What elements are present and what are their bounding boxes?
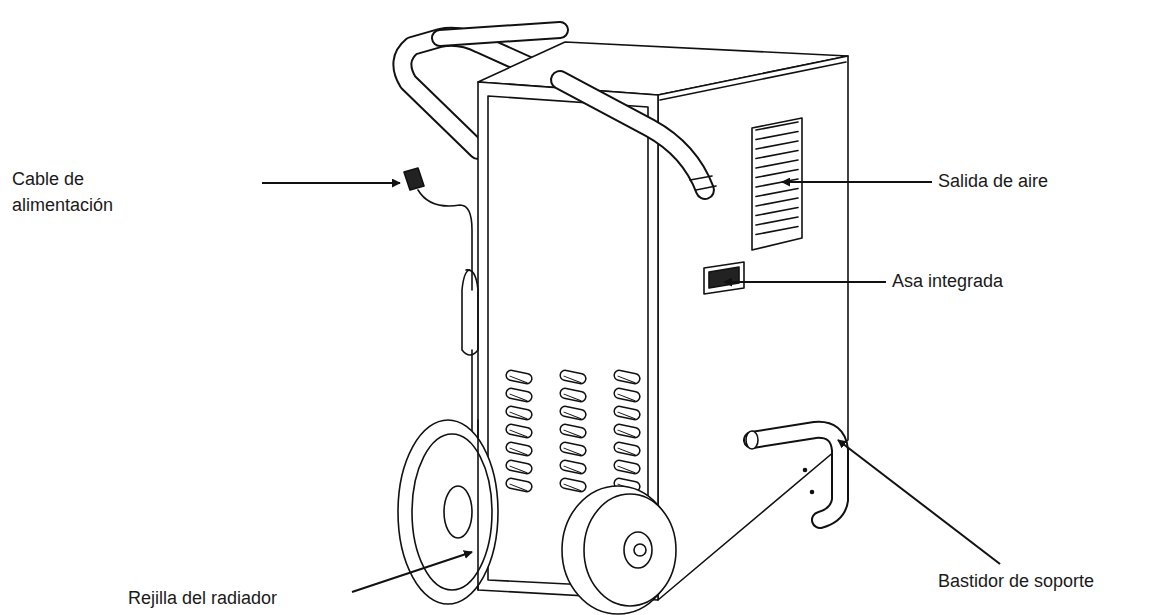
leader-line xyxy=(782,181,932,183)
louver-slat xyxy=(756,227,798,235)
grille-slot-edge xyxy=(563,376,581,383)
grille-slot-edge xyxy=(563,430,581,437)
grille-slot xyxy=(559,423,587,438)
grille-slot-edge xyxy=(617,394,635,401)
part-label: Cable de alimentación xyxy=(12,166,167,218)
louver-slat xyxy=(756,208,798,216)
grille-slot xyxy=(505,441,533,456)
louver-slat xyxy=(756,198,798,206)
grille-slot xyxy=(559,369,587,384)
air-outlet xyxy=(752,118,802,250)
grille-slot-edge xyxy=(509,376,527,383)
grille-slot xyxy=(613,387,641,402)
grille-slot-edge xyxy=(509,394,527,401)
part-label: Rejilla del radiador xyxy=(128,585,348,611)
grille-slot-edge xyxy=(617,430,635,437)
grille-slot xyxy=(559,387,587,402)
grille-slot xyxy=(613,441,641,456)
grille-slot-edge xyxy=(509,484,527,491)
grille-slot xyxy=(559,441,587,456)
grille-slot xyxy=(505,459,533,474)
grille-slot xyxy=(559,477,587,492)
louver-slat xyxy=(756,189,798,197)
air-outlet-louvers xyxy=(756,122,798,235)
grille-slot xyxy=(559,405,587,420)
leader-arrows xyxy=(262,182,1000,592)
radiator-grille xyxy=(505,369,641,492)
grille-slot xyxy=(613,459,641,474)
louver-slat xyxy=(756,122,798,130)
grille-slot xyxy=(505,405,533,420)
leader-line xyxy=(838,440,1000,564)
louver-slat xyxy=(756,132,798,140)
louver-slat xyxy=(756,217,798,225)
grille-slot-edge xyxy=(563,484,581,491)
grille-slot-edge xyxy=(563,466,581,473)
grille-slot-edge xyxy=(509,448,527,455)
part-label: Bastidor de soporte xyxy=(938,568,1148,594)
grille-slot-edge xyxy=(563,394,581,401)
support-frame xyxy=(746,430,840,520)
grille-slot-edge xyxy=(509,412,527,419)
leader-line xyxy=(724,281,886,283)
leader-line xyxy=(352,552,472,592)
grille-slot-edge xyxy=(563,412,581,419)
grille-slot-edge xyxy=(509,430,527,437)
louver-slat xyxy=(756,141,798,149)
part-label: Salida de aire xyxy=(938,168,1138,194)
grille-slot xyxy=(505,423,533,438)
grille-slot xyxy=(505,387,533,402)
grille-slot xyxy=(505,369,533,384)
grille-slot xyxy=(613,423,641,438)
top-handle-front xyxy=(560,80,716,190)
grille-slot-edge xyxy=(617,466,635,473)
grille-slot-edge xyxy=(617,376,635,383)
left-wheel xyxy=(398,420,498,604)
grille-slot xyxy=(559,459,587,474)
grille-slot xyxy=(613,405,641,420)
grille-slot-edge xyxy=(617,448,635,455)
leader-line xyxy=(262,182,400,184)
grille-slot-edge xyxy=(617,412,635,419)
grille-slot-edge xyxy=(509,466,527,473)
louver-slat xyxy=(756,160,798,168)
louver-slat xyxy=(756,170,798,178)
integrated-handle xyxy=(704,262,744,294)
part-label: Asa integrada xyxy=(892,268,1092,294)
right-wheel xyxy=(562,486,676,614)
grille-slot-edge xyxy=(563,448,581,455)
grille-slot xyxy=(505,477,533,492)
grille-slot xyxy=(613,369,641,384)
louver-slat xyxy=(756,151,798,159)
